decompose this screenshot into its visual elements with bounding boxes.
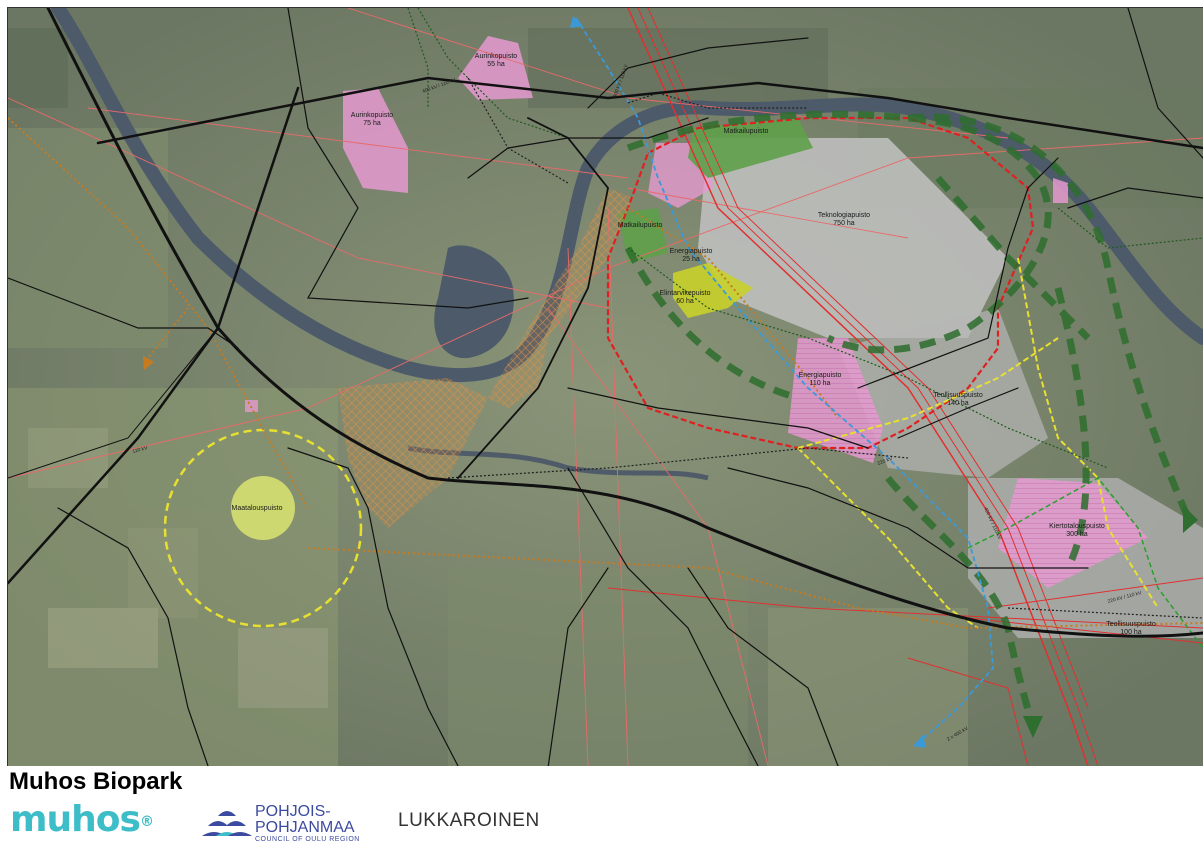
area-size: 25 ha bbox=[682, 256, 700, 263]
area-size: 140 ha bbox=[947, 400, 969, 407]
area-size: 60 ha bbox=[676, 298, 694, 305]
green-dotted-lines bbox=[407, 8, 1203, 469]
area-name: Teollisuuspuisto bbox=[1106, 621, 1156, 628]
area-label-energiapuisto-110[interactable]: Energiapuisto 110 ha bbox=[799, 372, 842, 388]
blue-arrow bbox=[913, 735, 926, 748]
roads bbox=[8, 8, 1203, 766]
area-name: Teknologiapuisto bbox=[817, 212, 871, 219]
area-label-teollisuuspuisto-140[interactable]: Teollisuuspuisto 140 ha bbox=[933, 392, 982, 408]
page-title: Muhos Biopark bbox=[9, 768, 183, 795]
area-name: Matkailupuisto bbox=[617, 222, 663, 229]
rail-corridor bbox=[607, 8, 1203, 766]
orange-arrow bbox=[143, 356, 154, 370]
pp-line1: POHJOIS- bbox=[255, 803, 331, 820]
pohjois-pohjanmaa-logo-icon bbox=[202, 811, 252, 836]
area-name: Energiapuisto bbox=[798, 372, 842, 379]
area-name: Teollisuuspuisto bbox=[933, 392, 983, 399]
area-size: 300 ha bbox=[1066, 531, 1088, 538]
area-name: Maatalouspuisto bbox=[231, 505, 283, 512]
footer: Muhos Biopark muhos® POHJOIS- POHJANMAA … bbox=[0, 766, 1203, 845]
map-area[interactable]: 110 kV 220 kV / 110 kV 400 kV / 110 kV 4… bbox=[7, 7, 1203, 767]
muhos-logo-mark: ® bbox=[139, 814, 154, 830]
town-area bbox=[338, 188, 633, 528]
area-name: Kiertotalouspuisto bbox=[1049, 523, 1105, 530]
area-name: Energiapuisto bbox=[669, 248, 713, 255]
lukkaroinen-logo: LUKKAROINEN bbox=[398, 810, 540, 831]
area-size: 55 ha bbox=[487, 61, 505, 68]
area-label-aurinkopuisto-75[interactable]: Aurinkopuisto 75 ha bbox=[351, 112, 393, 128]
area-name: Matkailupuisto bbox=[723, 128, 769, 135]
area-name: Elintarvikepuisto bbox=[659, 290, 711, 297]
area-label-teollisuuspuisto-100[interactable]: Teollisuuspuisto 100 ha bbox=[1106, 621, 1155, 637]
green-arrow bbox=[1183, 505, 1198, 533]
area-label-teknologiapuisto[interactable]: Teknologiapuisto 750 ha bbox=[818, 212, 870, 228]
green-arrow bbox=[1023, 716, 1043, 738]
area-label-elintarvikepuisto[interactable]: Elintarvikepuisto 60 ha bbox=[660, 290, 711, 306]
area-label-matkailupuisto-1[interactable]: Matkailupuisto bbox=[724, 128, 769, 136]
pp-line2: POHJANMAA bbox=[255, 819, 355, 836]
label-220kv: 220 kV bbox=[877, 456, 894, 467]
area-label-energiapuisto-25[interactable]: Energiapuisto 25 ha bbox=[670, 248, 713, 264]
pp-line3: COUNCIL OF OULU REGION bbox=[255, 836, 360, 843]
muhos-logo: muhos® bbox=[10, 799, 154, 840]
map-canvas: 110 kV 220 kV / 110 kV 400 kV / 110 kV 4… bbox=[8, 8, 1203, 766]
area-name: Aurinkopuisto bbox=[474, 53, 518, 60]
area-label-maatalouspuisto[interactable]: Maatalouspuisto bbox=[232, 505, 283, 513]
area-label-matkailupuisto-2[interactable]: Matkailupuisto bbox=[618, 222, 663, 230]
area-label-kiertotalouspuisto[interactable]: Kiertotalouspuisto 300 ha bbox=[1049, 523, 1105, 539]
area-size: 110 ha bbox=[809, 380, 831, 387]
blue-arrow bbox=[570, 16, 583, 28]
area-size: 750 ha bbox=[833, 220, 855, 227]
area-label-aurinkopuisto-55[interactable]: Aurinkopuisto 55 ha bbox=[475, 53, 517, 69]
blue-pipeline bbox=[575, 17, 994, 744]
pohjois-pohjanmaa-logo-text: POHJOIS- POHJANMAA COUNCIL OF OULU REGIO… bbox=[255, 803, 360, 844]
muhos-logo-text: muhos bbox=[10, 799, 141, 840]
area-name: Aurinkopuisto bbox=[350, 112, 394, 119]
label-110kv: 110 kV bbox=[132, 445, 149, 455]
area-size: 75 ha bbox=[363, 120, 381, 127]
area-size: 100 ha bbox=[1120, 629, 1142, 636]
pink-areas bbox=[245, 36, 1148, 588]
